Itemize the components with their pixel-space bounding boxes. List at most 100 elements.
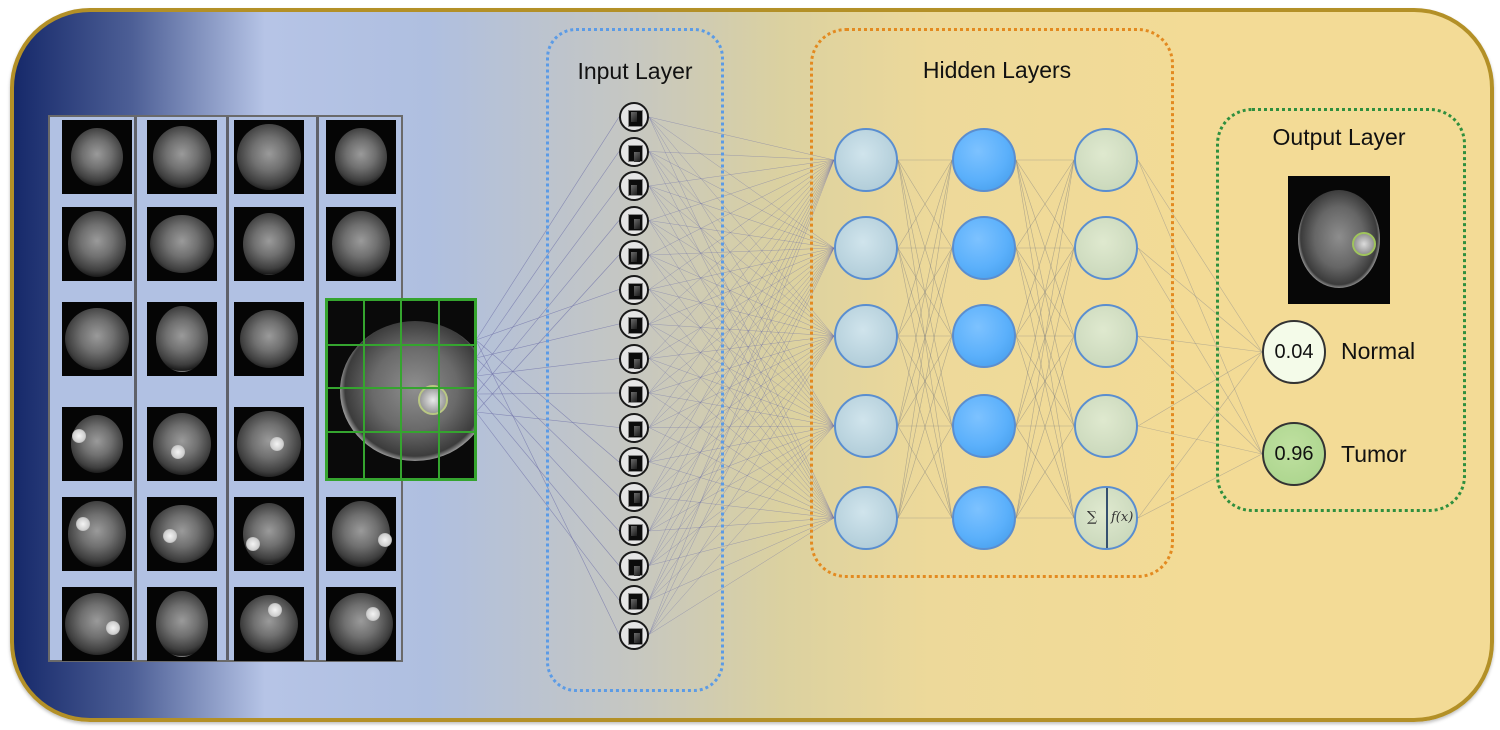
patch-texture [631,599,637,609]
input-to-hidden-connection [648,247,835,463]
input-to-hidden-connection [648,425,835,532]
brain-scan [68,211,126,277]
input-to-hidden-connection [648,247,835,256]
hidden-neuron [834,486,898,550]
mri-thumbnail [62,302,132,376]
hidden-neuron [952,304,1016,368]
hidden-to-hidden-connection [1015,159,1075,427]
brain-scan [243,213,295,275]
tumor-lesion [171,445,185,459]
input-to-hidden-connection [648,159,835,256]
mri-thumbnail [62,587,132,661]
input-to-hidden-connection [648,151,835,337]
input-node [619,516,649,546]
patch-grid-line [328,387,474,389]
hidden-to-output-connection [1137,351,1263,427]
brain-scan [340,321,474,461]
input-to-hidden-connection [648,392,835,427]
brain-scan [243,503,295,565]
input-to-hidden-connection [648,159,835,290]
input-to-hidden-connection [648,247,835,497]
image-patch [628,489,643,507]
input-to-hidden-connection [648,159,835,394]
hidden-to-output-connection [1137,335,1263,353]
input-to-hidden-connection [648,159,835,532]
output-label-normal: Normal [1341,338,1416,364]
image-patch [628,179,643,196]
patch-texture [631,459,637,469]
input-to-hidden-connection [648,427,835,519]
image-patch [628,524,643,541]
input-to-hidden-connection [648,461,835,519]
sum-symbol: ∑ [1087,509,1097,525]
tumor-lesion [163,529,177,543]
image-patch [628,248,643,265]
tumor-lesion [76,517,90,531]
input-to-hidden-connection [648,151,835,161]
input-to-hidden-connection [648,517,835,601]
input-to-hidden-connection [648,159,835,601]
brain-scan [71,128,123,186]
patch-texture [634,425,640,436]
hidden-neuron [1074,216,1138,280]
hidden-to-hidden-connection [1015,425,1075,519]
input-to-hidden-connection [648,289,835,337]
brain-scan [329,593,393,655]
input-to-hidden-connection [648,335,835,635]
input-to-hidden-connection [648,358,835,427]
input-to-hidden-connection [648,392,835,519]
output-layer-title: Output Layer [1272,124,1406,150]
hidden-neuron [1074,304,1138,368]
input-node [619,102,649,132]
hidden-to-hidden-connection [1015,247,1075,427]
brain-scan [150,505,214,563]
input-to-hidden-connection [648,185,835,249]
input-to-hidden-connection [648,254,835,337]
hidden-to-hidden-connection [897,159,953,427]
input-to-hidden-connection [648,425,835,463]
output-label-tumor: Tumor [1341,441,1407,467]
hidden-to-output-connection [1137,453,1263,519]
input-to-hidden-connection [648,425,835,428]
mri-thumbnail [62,120,132,194]
input-node [619,343,649,374]
hidden-to-hidden-connection [897,159,953,249]
input-to-hidden-connection [648,425,835,601]
mri-thumbnail [234,587,304,661]
brain-scan [150,215,214,273]
input-to-hidden-connection [648,335,835,394]
brain-scan [237,124,301,190]
input-to-hidden-connection [648,247,835,635]
patch-texture [634,151,640,162]
hidden-neuron-formula: ∑f(x) [1074,486,1138,550]
patch-texture [634,218,640,229]
hidden-to-output-connection [1137,351,1263,519]
hidden-to-hidden-connection [1015,159,1075,249]
image-patch [628,558,643,576]
hidden-to-hidden-connection [897,159,953,519]
patch-texture [634,632,640,643]
input-to-hidden-connection [648,116,835,249]
input-to-hidden-connection [648,335,835,428]
image-patch [628,386,643,403]
image-patch [628,627,643,645]
input-node [619,309,649,339]
mri-thumbnail [326,587,396,661]
input-to-hidden-connection [648,425,835,566]
hidden-neuron [952,394,1016,458]
patch-grid-line [363,301,365,478]
image-patch [628,110,643,127]
mri-thumbnail [62,407,132,481]
input-node [619,240,649,270]
input-to-hidden-connection [648,323,835,427]
input-to-hidden-connection [648,159,835,463]
brain-scan [240,595,298,653]
input-to-hidden-connection [648,247,835,428]
input-to-hidden-connection [648,358,835,519]
image-patch [628,282,643,300]
selected-mri-patch-grid [325,298,477,481]
input-to-hidden-connection [648,425,835,635]
input-to-hidden-connection [648,159,835,359]
mri-thumbnail [234,302,304,376]
mri-thumbnail [147,587,217,661]
